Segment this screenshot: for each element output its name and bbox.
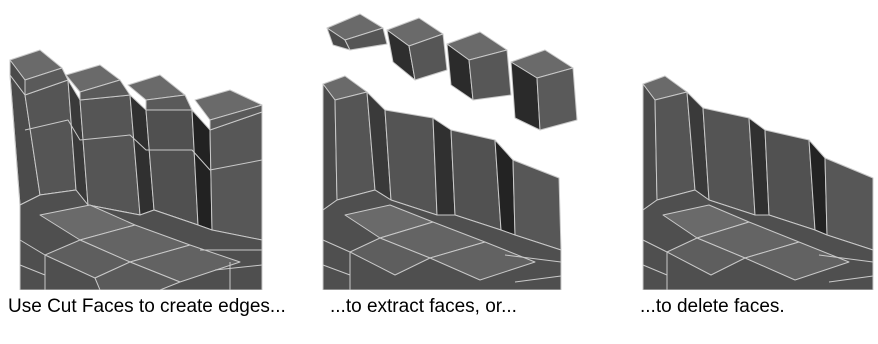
cut-faces-mesh: [0, 0, 270, 290]
cut-faces-illustration: [0, 0, 270, 290]
caption-delete-faces: ...to delete faces.: [640, 296, 870, 317]
delete-faces-mesh: [637, 0, 878, 290]
caption-extract-faces: ...to extract faces, or...: [330, 296, 590, 317]
extract-faces-illustration: [315, 0, 595, 290]
caption-cut-faces: Use Cut Faces to create edges...: [8, 296, 288, 317]
delete-faces-illustration: [637, 0, 878, 290]
extract-faces-mesh: [315, 0, 595, 290]
